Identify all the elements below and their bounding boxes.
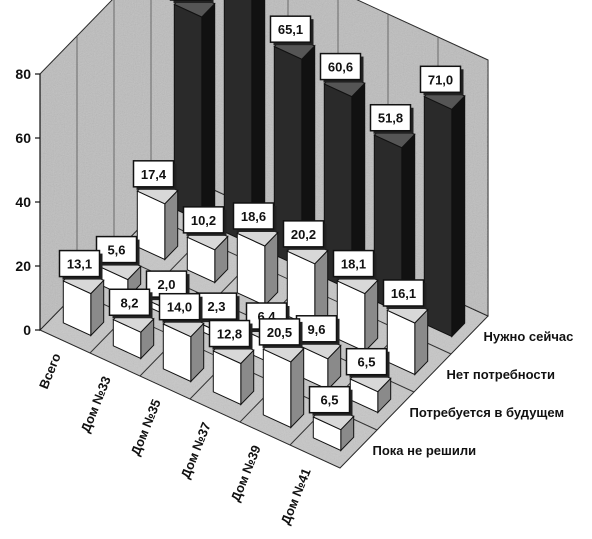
data-label-box <box>382 279 425 307</box>
data-label-2-3: 20,2 <box>282 220 327 250</box>
data-label-text: 13,1 <box>67 257 92 272</box>
data-label-2-5: 16,1 <box>382 279 427 309</box>
bar-3-1 <box>223 0 266 246</box>
data-label-text: 9,6 <box>307 322 325 337</box>
data-label-box <box>58 249 101 278</box>
bar-3-5 <box>423 82 466 338</box>
data-label-1-4: 9,6 <box>295 315 340 345</box>
data-label-0-5: 6,5 <box>308 385 353 416</box>
bar-0-4 <box>262 335 305 429</box>
data-label-box <box>208 319 251 348</box>
data-label-box <box>182 206 225 234</box>
y-tick-label: 40 <box>15 194 31 210</box>
data-label-box <box>258 318 301 346</box>
bar-2-3 <box>286 237 329 330</box>
data-label-3-3: 60,6 <box>319 52 364 83</box>
data-label-1-0: 5,6 <box>95 235 140 266</box>
bar-3-0 <box>173 0 216 223</box>
bar-top <box>173 0 216 18</box>
data-label-2-2: 18,6 <box>232 202 277 232</box>
data-label-text: 65,1 <box>278 22 303 37</box>
data-label-box <box>282 220 325 248</box>
data-label-box <box>419 65 462 94</box>
bar-2-4 <box>336 266 379 353</box>
data-label-text: 10,2 <box>191 213 216 228</box>
data-label-0-4: 20,5 <box>258 318 303 348</box>
data-label-text: 51,8 <box>378 111 403 126</box>
chart-value-labels: 63,979,665,160,651,871,017,410,218,620,2… <box>58 0 464 416</box>
bar-front <box>262 348 292 429</box>
data-label-3-5: 71,0 <box>419 65 464 96</box>
series-label: Нужно сейчас <box>484 329 574 344</box>
data-label-text: 14,0 <box>167 300 192 315</box>
category-label: Дом №39 <box>228 443 264 504</box>
data-label-2-0: 17,4 <box>132 160 177 190</box>
bar-2-2 <box>236 219 279 307</box>
bar-0-5 <box>312 403 355 452</box>
category-label: Дом №33 <box>78 374 114 435</box>
data-label-box <box>308 385 351 414</box>
data-label-shadow <box>173 0 214 4</box>
data-label-text: 18,1 <box>341 257 366 272</box>
series-label: Пока не решили <box>373 443 477 458</box>
y-tick-label: 20 <box>15 258 31 274</box>
data-label-1-2: 2,3 <box>195 292 240 323</box>
data-label-box <box>132 160 175 188</box>
bar-side <box>201 2 216 223</box>
data-label-text: 20,5 <box>267 325 292 340</box>
category-label: Всего <box>36 351 64 391</box>
bar-side <box>451 94 466 338</box>
category-label: Дом №35 <box>128 397 164 458</box>
series-label: Потребуется в будущем <box>410 405 565 420</box>
data-label-text: 2,0 <box>157 277 175 292</box>
bar-front <box>423 95 453 338</box>
data-label-3-4: 51,8 <box>369 103 414 134</box>
data-label-box <box>332 249 375 278</box>
data-label-text: 60,6 <box>328 60 353 75</box>
data-label-2-1: 10,2 <box>182 206 227 236</box>
data-label-text: 71,0 <box>428 72 453 87</box>
data-label-text: 18,6 <box>241 209 266 224</box>
data-label-0-3: 12,8 <box>208 319 253 350</box>
data-label-text: 16,1 <box>391 286 416 301</box>
data-label-2-4: 18,1 <box>332 249 377 280</box>
data-label-text: 6,5 <box>357 355 375 370</box>
y-tick-label: 0 <box>23 322 31 338</box>
data-label-box <box>319 52 362 81</box>
data-label-text: 8,2 <box>120 295 138 310</box>
data-label-text: 2,3 <box>207 299 225 314</box>
data-label-text: 20,2 <box>291 227 316 242</box>
y-tick-label: 60 <box>15 130 31 146</box>
data-label-box <box>232 202 275 230</box>
data-label-0-2: 14,0 <box>158 292 203 323</box>
data-label-box <box>369 103 412 132</box>
data-label-3-2: 65,1 <box>269 15 314 46</box>
data-label-3-0: 63,9 <box>169 0 214 4</box>
series-label: Нет потребности <box>447 367 556 382</box>
data-label-box <box>269 15 312 43</box>
data-label-text: 5,6 <box>107 243 125 258</box>
bar-2-0 <box>136 177 179 261</box>
bar-front <box>173 3 203 223</box>
data-label-box <box>158 292 201 321</box>
data-label-box <box>95 235 138 264</box>
y-tick-label: 80 <box>15 66 31 82</box>
data-label-text: 12,8 <box>217 327 242 342</box>
data-label-text: 17,4 <box>141 167 167 182</box>
category-label: Дом №37 <box>178 420 214 481</box>
data-label-1-5: 6,5 <box>345 347 390 378</box>
data-label-text: 6,5 <box>320 393 338 408</box>
category-label: Дом №41 <box>278 466 314 527</box>
data-label-box <box>108 288 151 317</box>
data-label-0-1: 8,2 <box>108 288 153 319</box>
data-label-box <box>345 347 388 376</box>
data-label-0-0: 13,1 <box>58 249 103 280</box>
